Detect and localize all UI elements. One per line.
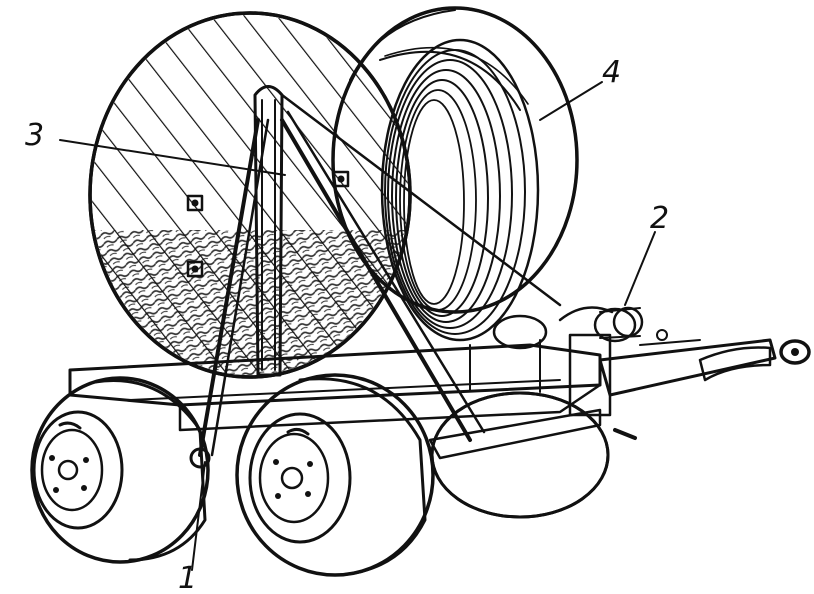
callout-1: 1: [178, 561, 197, 594]
callout-leaders: [59, 81, 656, 571]
callout-2: 2: [650, 201, 669, 236]
flange-bolt-lower: [186, 260, 204, 278]
front-left-wheel: [30, 376, 210, 564]
front-drum-flange: [88, 11, 412, 379]
winch-drum: [492, 306, 644, 350]
callout-4: 4: [602, 55, 621, 90]
a-frame-stand: [189, 85, 562, 469]
callout-3: 3: [25, 118, 44, 153]
tow-drawbar: [598, 329, 811, 440]
flange-bolt-right: [332, 170, 350, 188]
flange-bolt-upper: [186, 194, 204, 212]
front-right-wheel: [235, 373, 435, 577]
